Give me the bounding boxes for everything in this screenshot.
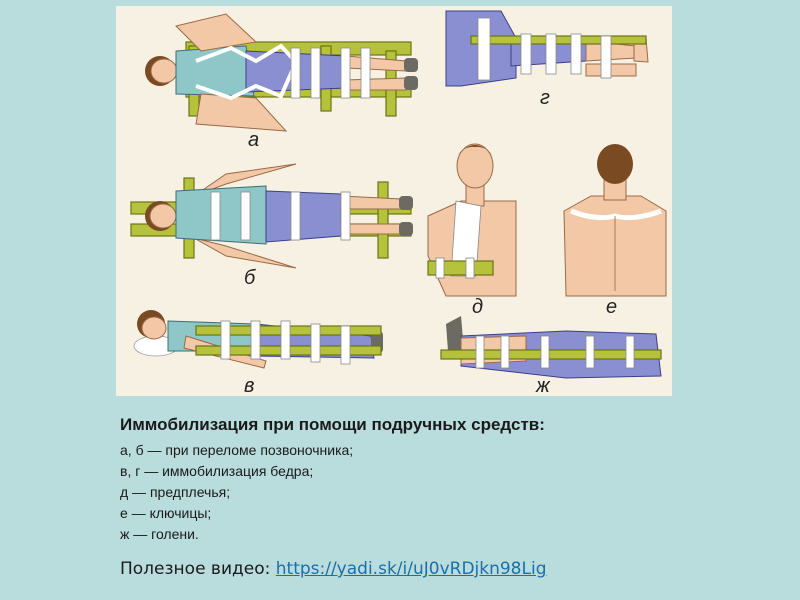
bandage — [465, 257, 475, 279]
video-line: Полезное видео: https://yadi.sk/i/uJ0vRD… — [120, 559, 547, 579]
panel-d: д — [427, 143, 517, 318]
trousers — [265, 190, 342, 243]
panel-a: а — [145, 13, 418, 151]
bandage — [475, 335, 485, 369]
bandage — [250, 320, 261, 360]
panel-g: г — [445, 10, 649, 109]
arm — [195, 93, 288, 132]
panel-b: б — [130, 163, 413, 289]
face — [149, 203, 177, 229]
video-label: Полезное видео: — [120, 559, 271, 579]
caption-line: е — ключицы; — [120, 505, 212, 521]
bandage — [435, 257, 445, 279]
bandage — [210, 191, 221, 241]
caption-line: в, г — иммобилизация бедра; — [120, 463, 314, 479]
label-v: в — [244, 375, 254, 396]
bandage — [600, 35, 612, 79]
bandage — [340, 47, 351, 99]
caption: Иммобилизация при помощи подручных средс… — [120, 415, 760, 545]
label-g: г — [540, 87, 550, 109]
video-link[interactable]: https://yadi.sk/i/uJ0vRDjkn98Lig — [275, 559, 547, 579]
shirt — [175, 185, 267, 245]
bandage — [310, 47, 321, 99]
label-a: а — [248, 129, 259, 151]
panel-zh: ж — [440, 316, 662, 396]
bandage — [290, 191, 301, 241]
face — [456, 143, 494, 189]
shoe — [404, 76, 418, 90]
caption-line: а, б — при переломе позвоночника; — [120, 442, 354, 458]
panel-v: в — [133, 310, 383, 396]
bandage — [585, 335, 595, 369]
bandage — [520, 33, 532, 75]
shoe — [399, 196, 413, 210]
arm — [193, 237, 297, 269]
sling — [450, 200, 482, 277]
label-b: б — [244, 267, 256, 289]
label-e: е — [606, 296, 617, 318]
bandage — [545, 33, 557, 75]
bandage — [360, 47, 371, 99]
bandage — [290, 47, 301, 99]
bandage — [220, 320, 231, 360]
leg — [345, 77, 407, 91]
caption-line: ж — голени. — [120, 526, 199, 542]
board — [377, 181, 389, 259]
bandage — [540, 335, 550, 369]
head — [597, 144, 633, 184]
bandage — [280, 320, 291, 360]
bandage — [570, 33, 582, 75]
shoe — [446, 316, 464, 351]
hair — [457, 145, 493, 156]
face — [150, 58, 178, 84]
shoe — [399, 222, 413, 236]
bandage — [310, 323, 321, 363]
board — [470, 35, 647, 45]
arm — [175, 13, 258, 52]
panel-e: е — [563, 144, 667, 318]
label-d: д — [472, 296, 483, 318]
bandage — [500, 335, 510, 369]
shoe — [404, 58, 418, 72]
bandage — [340, 191, 351, 241]
bandage — [240, 191, 251, 241]
bandage — [340, 325, 351, 365]
caption-line: д — предплечья; — [120, 484, 231, 500]
immobilization-figure: .board { fill: #b7c23c; stroke: #6a7418;… — [116, 6, 672, 396]
leg — [345, 55, 407, 72]
face — [141, 316, 167, 340]
bandage — [625, 335, 635, 369]
label-zh: ж — [535, 375, 551, 396]
bandage — [477, 17, 491, 81]
immobilization-illustration: .board { fill: #b7c23c; stroke: #6a7418;… — [130, 10, 667, 396]
board — [440, 349, 662, 360]
caption-title: Иммобилизация при помощи подручных средс… — [120, 415, 545, 434]
arm — [193, 163, 297, 197]
